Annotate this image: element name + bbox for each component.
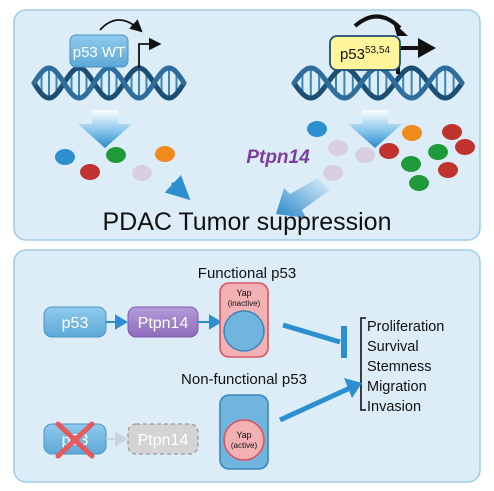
outcome-item: Survival (367, 339, 419, 355)
yap-inactive-cell: Yap (inactive) (219, 282, 269, 358)
dna-strand (31, 65, 187, 101)
down-arrow-left (78, 110, 132, 148)
p53-mutant-box: p5353,54 (329, 35, 401, 71)
bent-arrow-icon (138, 37, 162, 68)
arrow-ptpn14-to-yap (198, 314, 222, 330)
p53-mutant-label: p53 (340, 46, 365, 63)
yap-active-name: Yap (236, 430, 251, 440)
down-arrow-right (348, 110, 402, 148)
ptpn14-faded-box: Ptpn14 (127, 423, 199, 455)
dna-strand (291, 65, 465, 101)
curved-arrow-icon (353, 14, 402, 30)
inhibition-line (282, 322, 341, 345)
activation-arrow-head (344, 378, 362, 398)
outcome-item: Invasion (367, 399, 421, 415)
x-cross-icon (55, 421, 95, 459)
p53-wt-label: p53 WT (73, 44, 126, 61)
faded-arrow (106, 431, 128, 447)
yap-inactive-state: (inactive) (228, 299, 261, 308)
functional-p53-title: Functional p53 (198, 265, 296, 282)
outcomes-list: Proliferation Survival Stemness Migratio… (367, 319, 444, 415)
yap-active-state: (active) (231, 441, 258, 450)
p53-wt-box: p53 WT (69, 34, 129, 68)
dna-strand (31, 65, 187, 101)
protein-dots-left (55, 146, 175, 181)
outcome-item: Migration (367, 379, 427, 395)
ptpn14-box: Ptpn14 (127, 306, 199, 338)
curved-arrow-icon (99, 19, 143, 33)
p53-box-label: p53 (62, 315, 89, 332)
small-arrow-left (164, 174, 191, 201)
tumor-suppression-label: PDAC Tumor suppression (102, 208, 391, 236)
curved-arrow-head-icon (393, 22, 408, 36)
svg-text:p5353,54: p5353,54 (340, 45, 390, 63)
wide-arrow-right (276, 178, 330, 218)
outcomes-bracket (360, 317, 366, 411)
ptpn14-top-label: Ptpn14 (246, 147, 310, 168)
dna-helix-right (291, 65, 465, 101)
bent-arrow-head-icon (418, 38, 436, 58)
yap-inactive-name: Yap (236, 288, 251, 298)
yap-active-cell: Yap (active) (219, 394, 269, 470)
nonfunctional-p53-title: Non-functional p53 (181, 371, 307, 388)
outcome-item: Stemness (367, 359, 431, 375)
p53-box: p53 (43, 306, 107, 338)
p53-crossed-box: p53 (43, 421, 107, 459)
dna-helix-left (31, 65, 187, 101)
ptpn14-faded-label: Ptpn14 (138, 432, 189, 449)
p53-mutant-superscript: 53,54 (365, 45, 390, 56)
arrow-p53-to-ptpn14 (106, 314, 128, 330)
ptpn14-box-label: Ptpn14 (138, 315, 189, 332)
activation-arrow (278, 385, 352, 423)
protein-dots-right (307, 121, 475, 191)
outcome-item: Proliferation (367, 319, 444, 335)
bottom-panel (13, 249, 481, 483)
